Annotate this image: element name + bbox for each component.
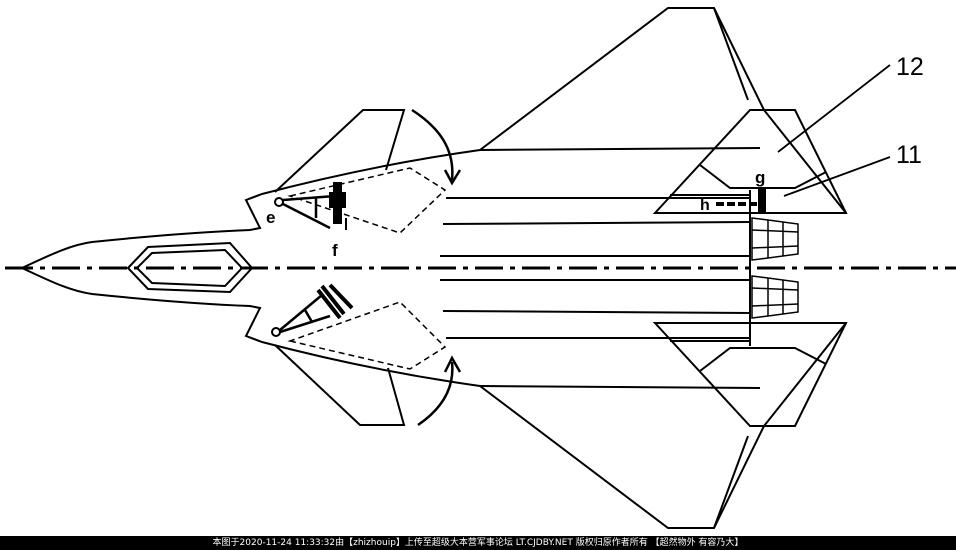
arrowhead-lower (443, 355, 462, 373)
rotation-arrow-lower (417, 361, 454, 427)
actuator-f-lower (316, 283, 354, 320)
body-line-2 (442, 221, 751, 225)
canopy-outer (126, 241, 254, 294)
ref-number-11: 11 (896, 141, 922, 169)
canard-lower (274, 344, 406, 426)
linkage-upper (282, 194, 336, 230)
label-g: g (755, 168, 765, 187)
body-line-5 (442, 310, 751, 314)
arrowhead-upper (443, 169, 462, 186)
canopy-inner (135, 248, 244, 288)
linkage-lower (279, 294, 331, 334)
canard-upper (274, 109, 406, 193)
tail-lower-inner (699, 347, 827, 372)
wing-upper-lower-edge (479, 147, 761, 151)
wing-upper (479, 7, 749, 151)
label-e: e (266, 208, 275, 227)
watermark-caption: 本图于2020-11-24 11:33:32由【zhizhouip】上传至超级大… (0, 536, 956, 550)
leader-12 (777, 64, 891, 153)
tail-upper-inner (699, 164, 827, 189)
label-f: f (332, 241, 338, 260)
nozzle-upper (751, 217, 799, 261)
pivot-e-lower (271, 327, 281, 337)
aircraft-planform-diagram: e f g h 12 11 (5, 7, 956, 529)
tail-upper (652, 109, 848, 214)
forebody-lower-outline (21, 267, 481, 387)
rotation-arrow-upper (411, 108, 454, 181)
ref-number-12: 12 (896, 53, 924, 81)
actuator-f-upper-cap (329, 192, 346, 208)
nozzle-lower (751, 275, 799, 319)
forebody-upper-outline (21, 149, 481, 269)
pivot-e-upper (274, 197, 284, 207)
wing-lower-upper-edge (479, 385, 761, 389)
canard-upper-deflected (287, 167, 447, 234)
actuator-g (758, 189, 766, 213)
label-h: h (700, 197, 710, 214)
leader-11 (783, 156, 891, 197)
tail-lower (652, 322, 848, 427)
canard-lower-deflected (287, 301, 447, 370)
wing-lower (479, 385, 749, 529)
